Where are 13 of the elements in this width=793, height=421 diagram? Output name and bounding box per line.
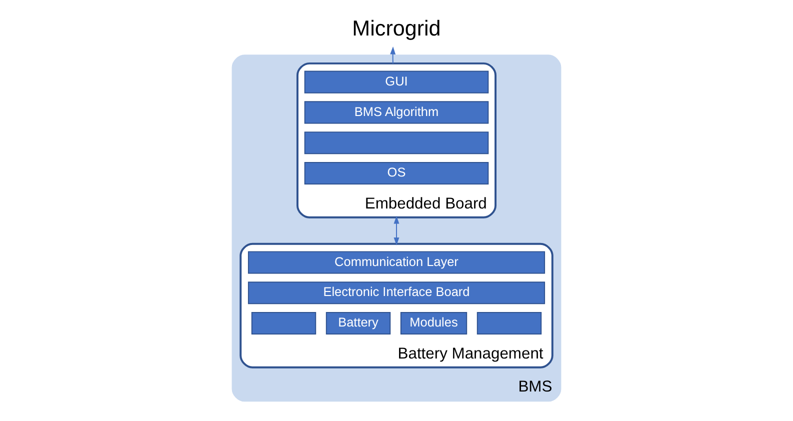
arrow bbox=[390, 46, 396, 64]
node-box bbox=[304, 132, 489, 154]
node-text: Microgrid bbox=[352, 16, 441, 41]
node-box: Modules bbox=[400, 312, 468, 335]
node-box: GUI bbox=[304, 70, 489, 94]
node-box: Communication Layer bbox=[248, 251, 546, 274]
node-box: OS bbox=[304, 162, 489, 185]
node-box bbox=[476, 312, 542, 335]
node-box: BMS Algorithm bbox=[304, 101, 489, 124]
node-box bbox=[251, 312, 316, 335]
node-box: Battery bbox=[326, 312, 391, 335]
node-box: Electronic Interface Board bbox=[248, 282, 546, 304]
arrow bbox=[394, 216, 400, 246]
